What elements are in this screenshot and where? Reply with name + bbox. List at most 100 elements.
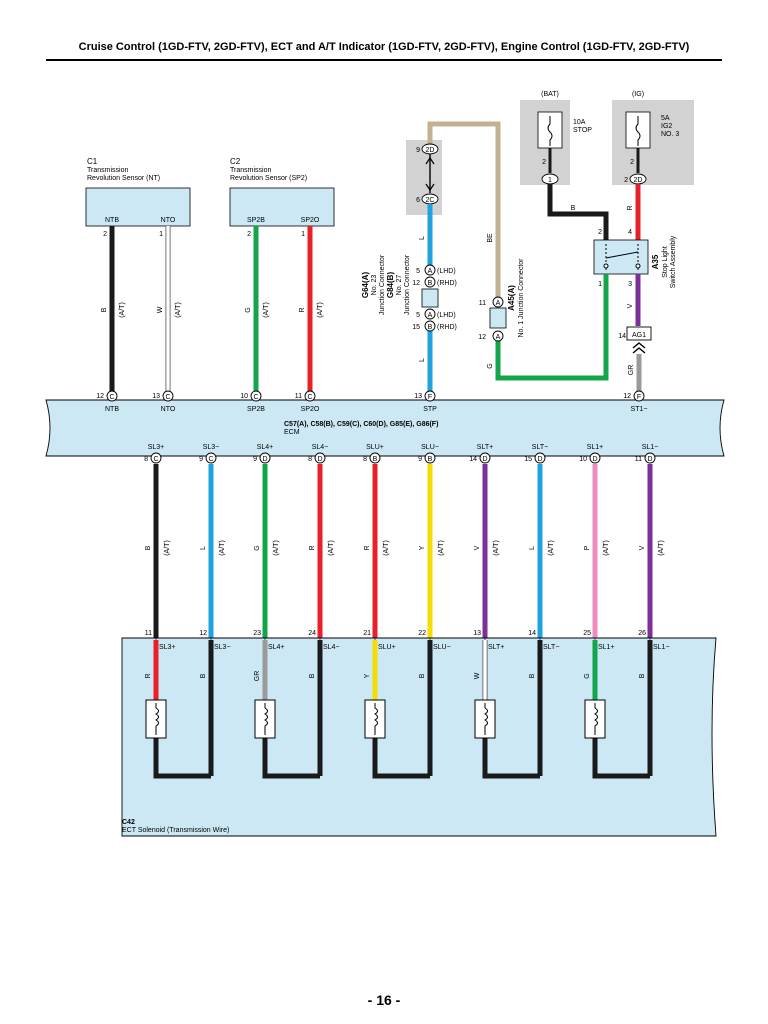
ecm-top-pin-name: NTB [105,406,119,413]
switch-code: A35 [651,254,660,269]
ecm-top-pin-id: F [637,394,641,401]
ecm-bottom-pin-num: 10 [579,456,587,463]
g64-row1-connector [424,264,436,276]
harness-wire-color: G [254,545,261,550]
g84-name-b: Junction Connector [404,254,411,315]
solenoid-pin-name: SLU− [433,644,451,651]
ecm-bottom-pin-connector [314,452,326,464]
bat-fuse-icon [547,116,553,146]
harness-wire-tag: (A/T) [219,540,226,556]
label-ig-feed: R [627,205,634,210]
solenoid-pin-num: 24 [308,630,316,637]
junction-bottom-id: 2C [426,197,435,204]
bat-label: (BAT) [541,91,559,98]
sensor-c2-box [229,187,335,227]
ecm-bottom-pin-name: SLU− [421,444,439,451]
ecm-top-pin-name: STP [423,406,437,413]
ig-connector-pin: 2 [624,177,628,184]
solenoid-loop-wire [262,738,320,779]
ig-fuse-name: IG2 [661,123,672,130]
ecm-bottom-pin-connector [479,452,491,464]
ecm-top-pin-name: ST1− [631,406,648,413]
ecm-top-pin-connector [424,390,436,402]
c1-pin-num-b: 1 [159,231,163,238]
wire-be-loop [427,121,501,306]
label-be: BE [487,233,494,243]
label-st1: GR [628,365,635,376]
ecm-top-pin-connector [304,390,316,402]
c2-pin-num-b: 1 [301,231,305,238]
ecm-bottom-pin-id: C [153,456,158,463]
harness-wire-tag: (A/T) [273,540,280,556]
bat-fuse-name: STOP [573,127,592,134]
c2-pin-sp2b: SP2B [247,217,265,224]
solenoid-coil-icon [264,703,268,735]
solenoid-wire-color: B [309,673,316,678]
solenoid-loop-wire [153,738,211,779]
solenoid-wire-color: Y [364,673,371,678]
g64-row2-id: B [428,280,433,287]
solenoid-pin-name: SLT− [543,644,559,651]
ecm-bottom-pin-id: D [482,456,487,463]
ecm-bottom-pin-id: D [592,456,597,463]
stop-switch-box [593,239,649,275]
bat-connector-pin: 1 [548,177,552,184]
ecm-top-pin-name: SP2O [301,406,320,413]
solenoid-pin-num: 25 [583,630,591,637]
a45-bottom-id: A [496,334,501,341]
g64-row1-pin: 5 [416,268,420,275]
wire-switch-green [495,274,609,381]
ecm-top-pin-id: C [307,394,312,401]
solenoid-coil-box [474,699,496,739]
a45-pin-bottom: 12 [478,334,486,341]
ecm-bottom-pin-num: 9 [253,456,257,463]
ecm-top-pin-num: 13 [152,393,160,400]
ecm-top-pin-name: SP2B [247,406,265,413]
harness-wire-tag: (A/T) [383,540,390,556]
ag1-pin: 14 [618,333,626,340]
solenoid-pin-name: SLU+ [378,644,396,651]
ecm-bottom-pin-num: 11 [635,456,642,463]
harness-wire-tag: (A/T) [438,540,445,556]
ecm-bottom-pin-connector [369,452,381,464]
a45-top-connector [492,296,504,308]
ecm-bottom-pin-num: 14 [469,456,477,463]
solenoid-wire-color: GR [254,671,261,682]
c2-line2: Revolution Sensor (SP2) [230,175,307,182]
ecm-bottom-pin-name: SLT− [532,444,548,451]
solenoid-wire-color: B [639,673,646,678]
g64-row3-id: A [428,312,433,319]
c2-line1: Transmission [230,167,271,174]
ecm-bottom-pin-name: SLU+ [366,444,384,451]
switch-node-a [603,263,609,269]
ag1-chevrons-icon [632,342,646,354]
ecm-panel [45,399,725,457]
harness-wire-color: Y [419,545,426,550]
label-ntb-at: (A/T) [119,302,126,318]
ecm-bottom-pin-name: SL4+ [257,444,274,451]
switch-pin-2: 2 [598,229,602,236]
ecm-name: ECM [284,429,300,436]
g84-code: G84(B) [386,272,395,299]
bat-fuse-rating: 10A [573,119,586,126]
ecm-bottom-pin-connector [534,452,546,464]
g64-row4-connector [424,320,436,332]
label-stp-lower: L [419,358,426,362]
switch-node-b [635,263,641,269]
ecm-bottom-pin-num: 8 [308,456,312,463]
ag1-id: AG1 [632,332,646,339]
harness-wire-color: L [200,546,207,550]
label-sp2o-at: (A/T) [317,302,324,318]
switch-pin-1: 1 [598,281,602,288]
solenoid-coil-box [254,699,276,739]
g64-row3-pin: 5 [416,312,420,319]
harness-wire-tag: (A/T) [658,540,665,556]
harness-wire-color: B [145,545,152,550]
solenoid-pin-num: 26 [638,630,646,637]
solenoid-coil-icon [155,703,159,735]
ecm-bottom-pin-id: D [262,456,267,463]
page-title: Cruise Control (1GD-FTV, 2GD-FTV), ECT a… [78,41,690,53]
bat-pin: 2 [542,159,546,166]
